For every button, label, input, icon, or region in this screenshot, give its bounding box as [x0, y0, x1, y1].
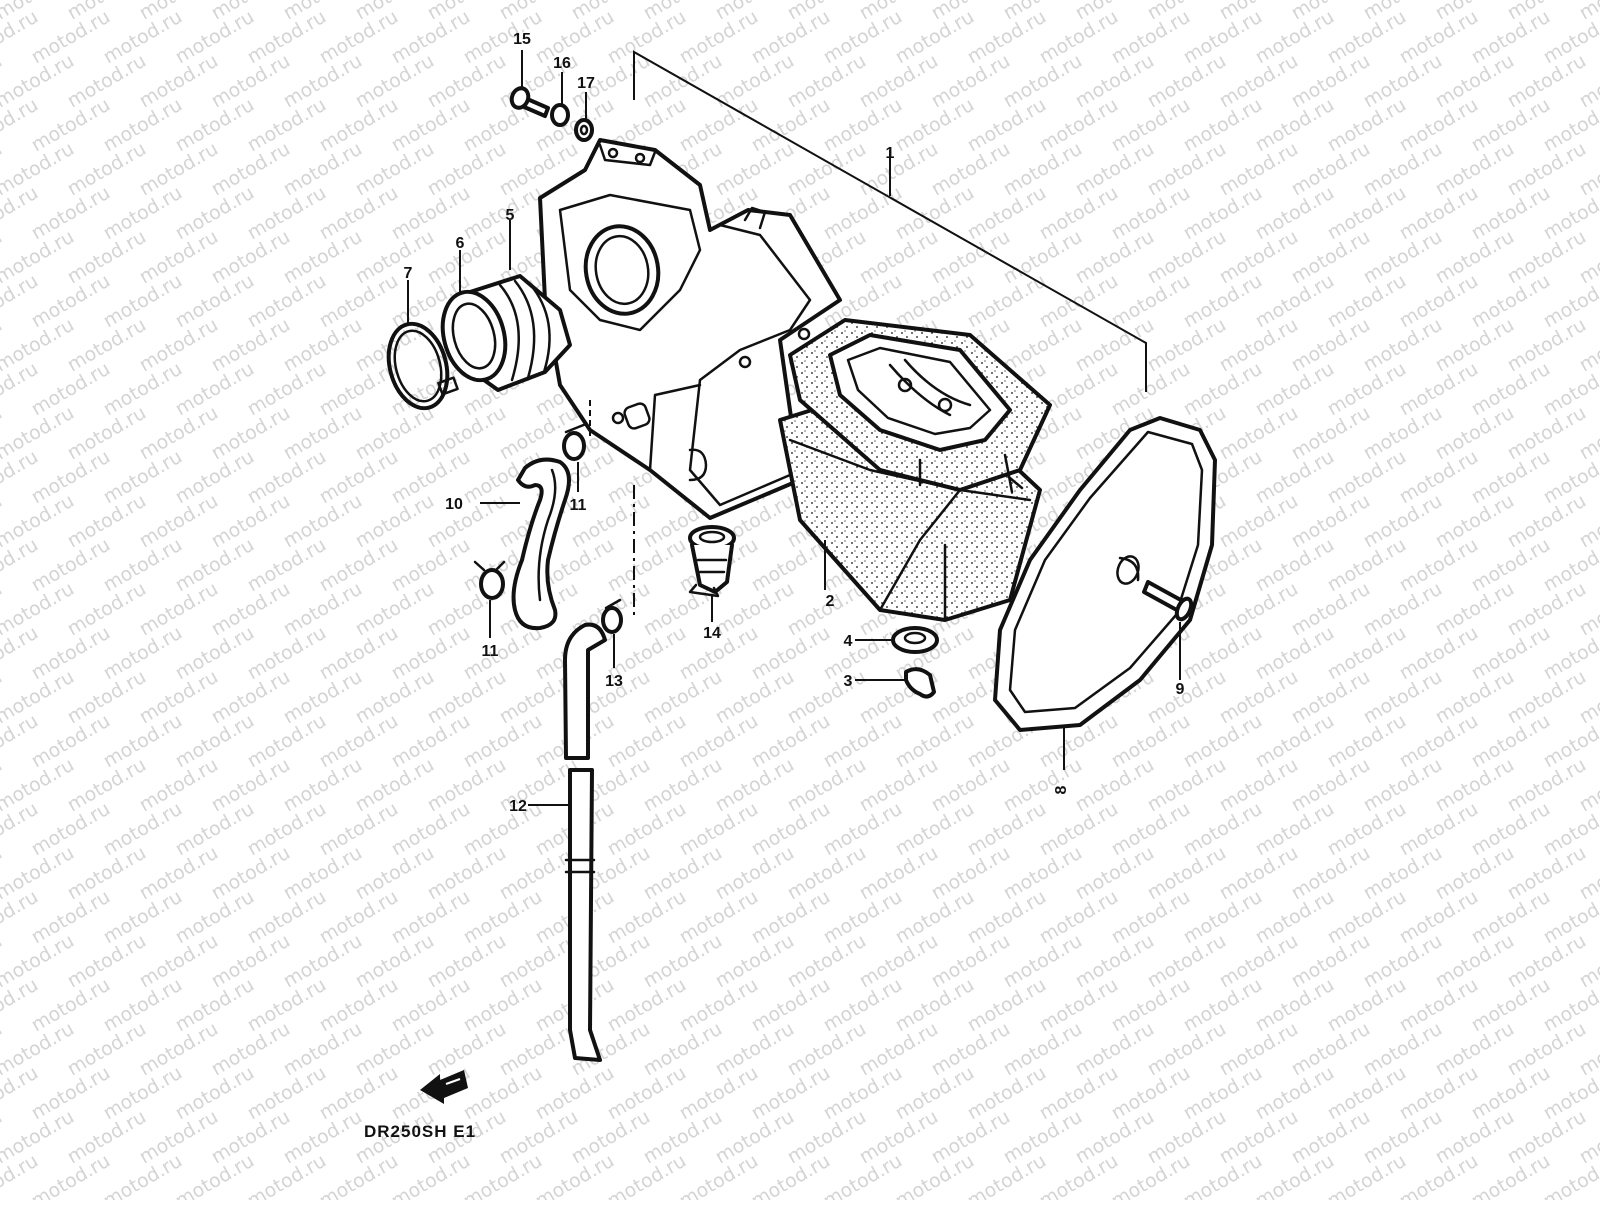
callout-16: 16 [553, 55, 571, 72]
spring-washer [552, 105, 568, 125]
callout-13: 13 [605, 673, 623, 690]
drain-plug [690, 527, 734, 596]
callout-7: 7 [404, 265, 413, 282]
hose-clip-upper [564, 424, 586, 459]
callout-17: 17 [577, 75, 595, 92]
callout-1: 1 [886, 145, 895, 162]
callout-5: 5 [506, 207, 515, 224]
callout-14: 14 [703, 625, 721, 642]
model-code-label: DR250SH E1 [364, 1122, 476, 1142]
callout-8: 8 [1053, 785, 1070, 794]
callout-11-upper: 11 [570, 497, 587, 514]
callout-12: 12 [509, 798, 527, 815]
callout-6: 6 [456, 235, 465, 252]
callout-4: 4 [844, 633, 853, 650]
callout-3: 3 [844, 673, 853, 690]
callout-10: 10 [445, 496, 463, 513]
callout-9: 9 [1176, 681, 1185, 698]
callout-2: 2 [826, 593, 835, 610]
plain-washer [576, 120, 592, 140]
grommet [893, 628, 937, 652]
callout-15: 15 [513, 31, 531, 48]
callout-11-lower: 11 [482, 643, 499, 660]
